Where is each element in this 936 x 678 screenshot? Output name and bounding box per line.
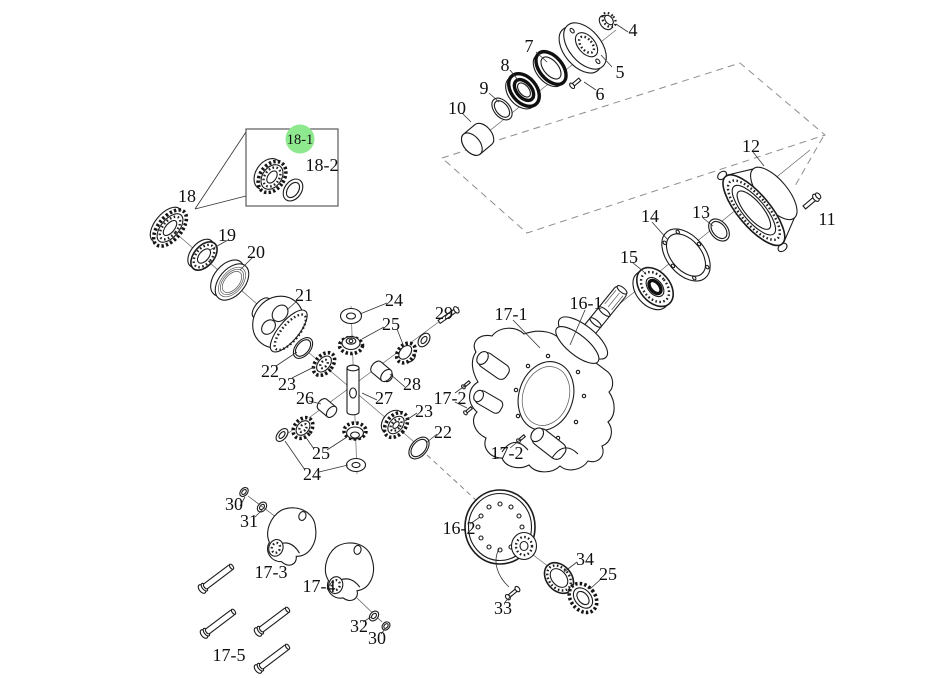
part-25-pinion-top [337,335,365,356]
part-label-17-3: 17-3 [255,562,288,582]
part-14-gasket [661,228,711,282]
part-24-washer-top [339,307,363,325]
part-5-flange [558,22,607,74]
part-15-bearing [632,266,675,311]
part-32-washer [368,610,380,622]
part-13-o-ring [708,218,730,242]
part-label-20: 20 [247,242,265,262]
part-18-2-washer [282,178,304,202]
part-label-5: 5 [616,62,625,82]
part-9-ring [491,97,513,121]
part-8-bearing [505,72,541,110]
part-27-cross-shaft [346,364,360,416]
part-16-2-ring-gear [464,489,538,565]
part-4-nut [598,11,617,31]
part-label-29: 29 [435,303,453,323]
part-29-bolt [437,306,460,325]
part-17-3-bearing-cap [267,507,317,566]
part-23-side-gear-left [311,350,337,378]
part-label-22b: 22 [434,422,452,442]
part-label-17-2b: 17-2 [491,443,524,463]
part-label-30a: 30 [225,494,243,514]
part-label-22a: 22 [261,361,279,381]
part-label-18-1[interactable]: 18-1 [287,132,314,148]
part-label-12: 12 [742,136,760,156]
part-label-19: 19 [218,225,236,245]
part-26-spacer [316,398,338,419]
part-25-pinion-lower-left [291,415,315,441]
part-label-15: 15 [620,247,638,267]
part-label-24b: 24 [303,464,321,484]
part-label-14: 14 [641,206,659,226]
part-label-10: 10 [448,98,466,118]
part-label-17-1: 17-1 [495,304,528,324]
part-label-8: 8 [501,55,510,75]
part-label-25a: 25 [382,314,400,334]
part-17-4-bearing-cap [324,542,374,601]
part-label-13: 13 [692,202,710,222]
part-28-spacer [370,360,394,383]
highlight-circle [285,124,315,154]
part-25-pinion-bottom [342,421,368,441]
part-label-32: 32 [350,616,368,636]
part-label-9: 9 [480,78,489,98]
part-22-washer-right [408,436,430,460]
part-label-16-1: 16-1 [570,293,603,313]
part-6-bolt [569,77,582,90]
part-29-washer [417,332,431,348]
part-label-28: 28 [403,374,421,394]
part-label-18: 18 [178,186,196,206]
part-label-7: 7 [525,36,534,56]
part-17-5-bolts [197,563,291,674]
part-12-carrier [717,166,798,253]
part-25-pinion-right [394,341,418,365]
detail-box-part-18: 18-1 [194,124,339,210]
part-label-6: 6 [596,84,605,104]
part-16-1-pinion [555,285,628,364]
part-21-diff-case [251,295,308,353]
part-11-bolt [802,192,822,210]
part-18-bearing-gear [149,206,189,248]
part-label-31: 31 [240,511,258,531]
leader-lines [209,23,765,635]
part-30-nut-top [239,487,249,497]
part-24-washer-bottom [345,457,367,473]
part-label-17-2a: 17-2 [434,388,467,408]
part-labels: 4 5 6 7 8 9 10 11 12 13 14 15 16-1 17-1 … [178,20,836,665]
part-label-25c: 25 [599,564,617,584]
part-7-seal [532,49,568,88]
part-label-17-4: 17-4 [303,576,336,596]
part-label-18-2: 18-2 [306,155,339,175]
part-label-23b: 23 [415,401,433,421]
part-30-nut-bottom [381,621,391,631]
part-label-16-2: 16-2 [443,518,476,538]
part-10-bushing [460,122,495,156]
part-label-17-5: 17-5 [213,645,246,665]
part-label-25b: 25 [312,443,330,463]
part-label-33: 33 [494,598,512,618]
part-label-11: 11 [818,209,835,229]
part-33-bolt [495,548,521,601]
part-label-21: 21 [295,285,313,305]
part-25-bearing-cage [567,581,599,615]
part-label-4: 4 [629,20,638,40]
part-23-side-gear-right [380,409,410,440]
part-24-washer-small-left [275,428,289,442]
part-20-adjusting-ring [210,259,250,301]
part-22-washer-left [292,337,314,359]
part-label-34: 34 [576,549,594,569]
part-19-bearing [187,238,218,271]
highlight-18-1[interactable]: 18-1 [285,124,315,154]
part-label-24a: 24 [385,290,403,310]
part-label-26: 26 [296,388,314,408]
part-label-23a: 23 [278,374,296,394]
part-17-1-housing [469,327,615,473]
part-label-27: 27 [375,388,393,408]
part-label-30b: 30 [368,628,386,648]
